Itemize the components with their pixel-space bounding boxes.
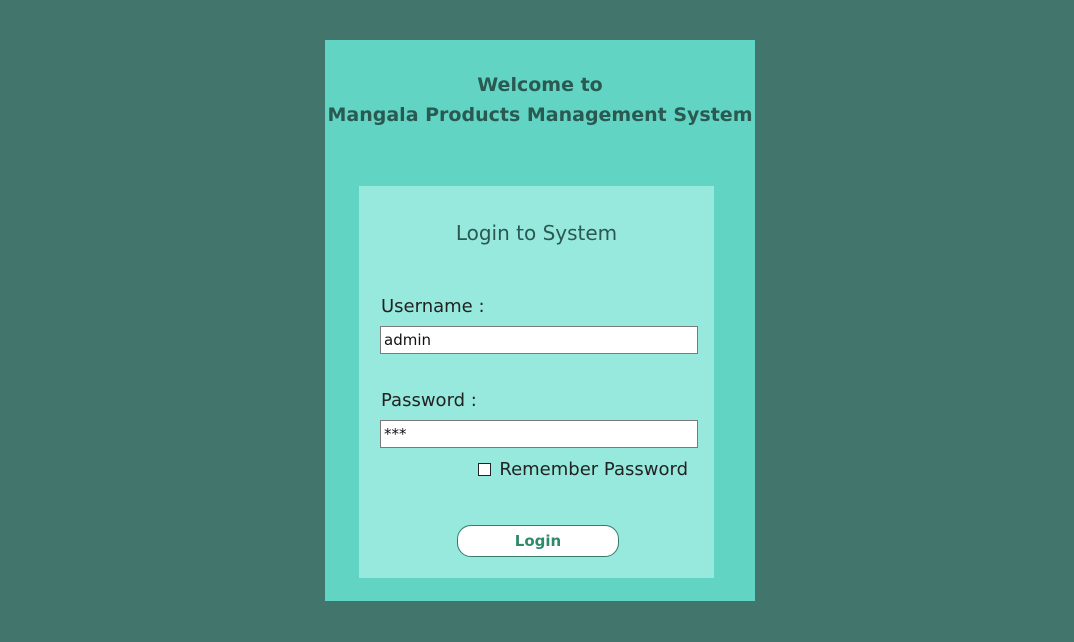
- password-label: Password :: [381, 390, 477, 411]
- welcome-line-2: Mangala Products Management System: [327, 104, 753, 126]
- remember-password[interactable]: Remember Password: [478, 459, 688, 480]
- username-input[interactable]: [380, 326, 698, 354]
- login-panel: Login to System Username : Password : Re…: [359, 186, 714, 578]
- outer-panel: Welcome to Mangala Products Management S…: [325, 40, 755, 601]
- remember-checkbox[interactable]: [478, 463, 492, 476]
- login-title: Login to System: [455, 221, 618, 245]
- password-input[interactable]: [380, 420, 698, 448]
- username-label: Username :: [381, 296, 485, 317]
- login-button[interactable]: Login: [457, 525, 619, 557]
- welcome-heading: Welcome to Mangala Products Management S…: [325, 70, 755, 130]
- welcome-line-1: Welcome to: [477, 74, 603, 96]
- remember-label: Remember Password: [499, 459, 688, 480]
